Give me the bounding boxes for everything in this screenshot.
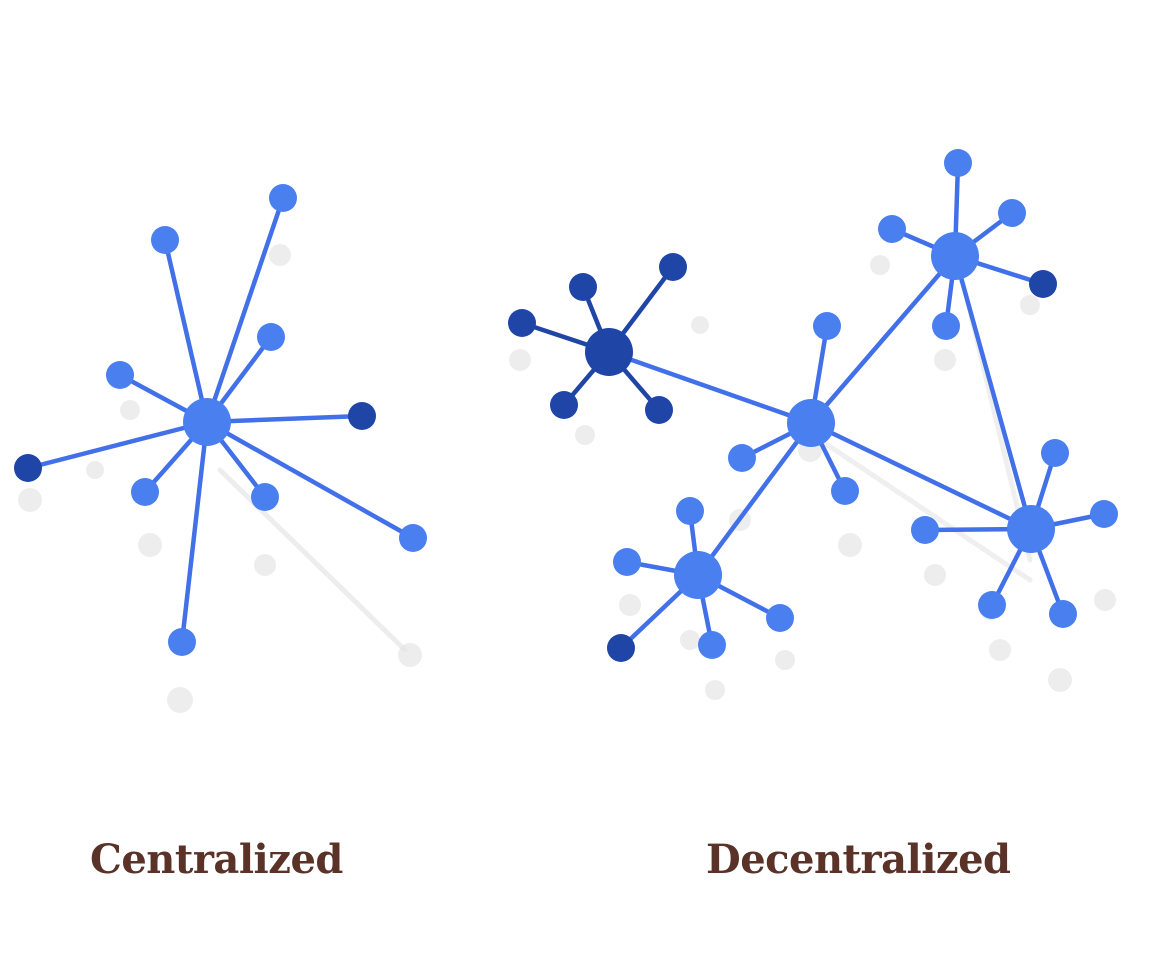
network-node — [269, 184, 297, 212]
decentralized-label: Decentralized — [706, 836, 1011, 883]
shadow-edge — [817, 437, 1033, 583]
network-node — [676, 497, 704, 525]
network-edge — [162, 237, 210, 425]
network-node — [1049, 600, 1077, 628]
network-node — [399, 524, 427, 552]
shadow-dot — [1020, 295, 1040, 315]
shadow-dot — [775, 650, 795, 670]
network-node — [613, 548, 641, 576]
network-node — [106, 361, 134, 389]
network-edge — [25, 419, 210, 471]
network-node — [131, 478, 159, 506]
shadow-dot — [254, 554, 276, 576]
shadow-dot — [269, 244, 291, 266]
network-node — [998, 199, 1026, 227]
network-node — [1041, 439, 1069, 467]
network-edge — [204, 419, 416, 541]
network-node — [728, 444, 756, 472]
network-node — [911, 516, 939, 544]
decentralized-network — [508, 149, 1118, 662]
network-hub — [183, 398, 231, 446]
network-node — [878, 215, 906, 243]
network-node — [932, 312, 960, 340]
network-edge — [204, 195, 286, 425]
shadow-dot — [1094, 589, 1116, 611]
shadow-dot — [575, 425, 595, 445]
network-node — [151, 226, 179, 254]
shadow-dot — [509, 349, 531, 371]
network-hub — [585, 328, 633, 376]
shadow-dot — [691, 316, 709, 334]
shadow-dot — [838, 533, 862, 557]
network-node — [659, 253, 687, 281]
network-node — [813, 312, 841, 340]
network-node — [831, 477, 859, 505]
shadow-edge — [217, 467, 408, 653]
network-node — [569, 273, 597, 301]
hub-link-edge — [808, 420, 1034, 532]
shadow-dot — [1048, 668, 1072, 692]
network-hub — [931, 232, 979, 280]
centralized-network — [14, 184, 427, 656]
network-edge — [179, 419, 210, 645]
network-node — [1029, 270, 1057, 298]
network-node — [944, 149, 972, 177]
network-node — [550, 391, 578, 419]
shadow-dot — [870, 255, 890, 275]
network-node — [607, 634, 635, 662]
shadow-dot — [989, 639, 1011, 661]
network-node — [257, 323, 285, 351]
shadow-dot — [18, 488, 42, 512]
network-node — [645, 396, 673, 424]
shadow-dot — [705, 680, 725, 700]
shadow-dot — [138, 533, 162, 557]
network-node — [766, 604, 794, 632]
hub-link-edge — [606, 349, 814, 426]
network-node — [348, 402, 376, 430]
shadow-dot — [86, 461, 104, 479]
network-edge — [204, 413, 365, 425]
network-hub — [1007, 505, 1055, 553]
network-node — [698, 631, 726, 659]
network-node — [508, 309, 536, 337]
shadow-dot — [924, 564, 946, 586]
shadow-dot — [680, 630, 700, 650]
centralized-label: Centralized — [90, 836, 343, 883]
hub-link-edge — [695, 420, 814, 578]
shadow-dot — [120, 400, 140, 420]
hub-link-edge — [952, 253, 1034, 532]
network-node — [168, 628, 196, 656]
shadow-dot — [934, 349, 956, 371]
hub-link-edge — [808, 253, 958, 426]
shadow-layer — [18, 244, 1116, 713]
network-hub — [674, 551, 722, 599]
shadow-dot — [167, 687, 193, 713]
shadow-dot — [619, 594, 641, 616]
network-node — [14, 454, 42, 482]
network-node — [251, 483, 279, 511]
network-hub — [787, 399, 835, 447]
network-node — [978, 591, 1006, 619]
network-node — [1090, 500, 1118, 528]
